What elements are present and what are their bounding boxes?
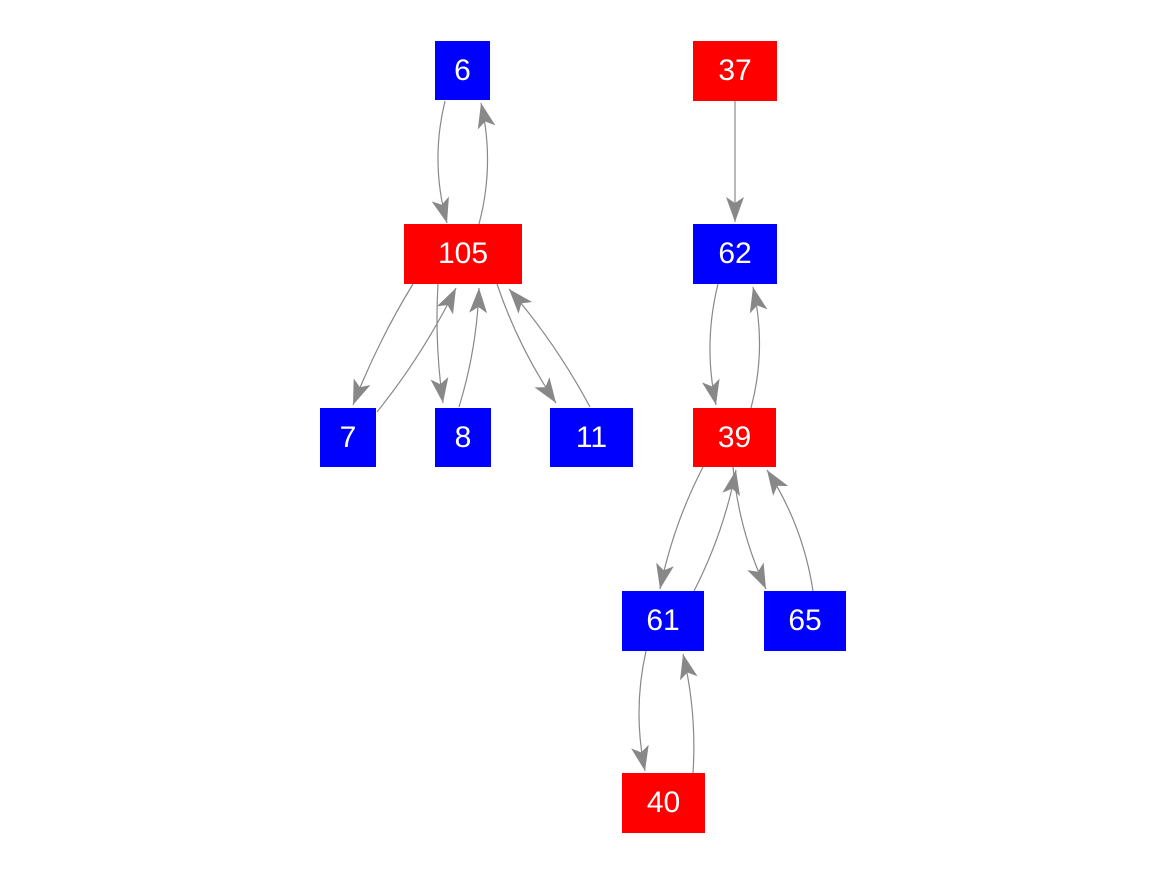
arrowhead-65-39 <box>767 470 789 496</box>
graph-node-65: 65 <box>764 591 846 651</box>
arrowhead-7-105 <box>436 288 456 315</box>
arrowhead-105-7 <box>353 378 371 405</box>
graph-node-105: 105 <box>404 224 522 284</box>
arrowhead-8-105 <box>469 288 488 314</box>
arrowhead-61-40 <box>631 744 649 771</box>
graph-node-62: 62 <box>693 224 777 284</box>
arrowhead-11-105 <box>509 289 533 314</box>
graph-node-39: 39 <box>693 408 776 467</box>
graph-node-40: 40 <box>622 773 705 833</box>
graph-node-8: 8 <box>435 408 491 467</box>
graph-node-37: 37 <box>693 41 777 101</box>
arrowhead-6-105 <box>431 196 449 223</box>
arrowhead-37-62 <box>726 197 744 222</box>
arrowhead-40-61 <box>680 654 698 681</box>
graph-node-11: 11 <box>550 408 633 467</box>
arrowhead-39-61 <box>656 562 674 589</box>
graph-node-6: 6 <box>435 41 490 100</box>
arrowhead-105-11 <box>534 377 556 403</box>
graph-node-7: 7 <box>320 408 376 467</box>
arrowhead-39-65 <box>747 562 766 589</box>
arrowhead-62-39 <box>701 378 720 405</box>
arrowhead-105-6 <box>477 103 496 130</box>
arrowhead-39-62 <box>749 287 768 314</box>
graph-node-61: 61 <box>622 591 704 651</box>
arrowhead-105-8 <box>430 376 449 403</box>
